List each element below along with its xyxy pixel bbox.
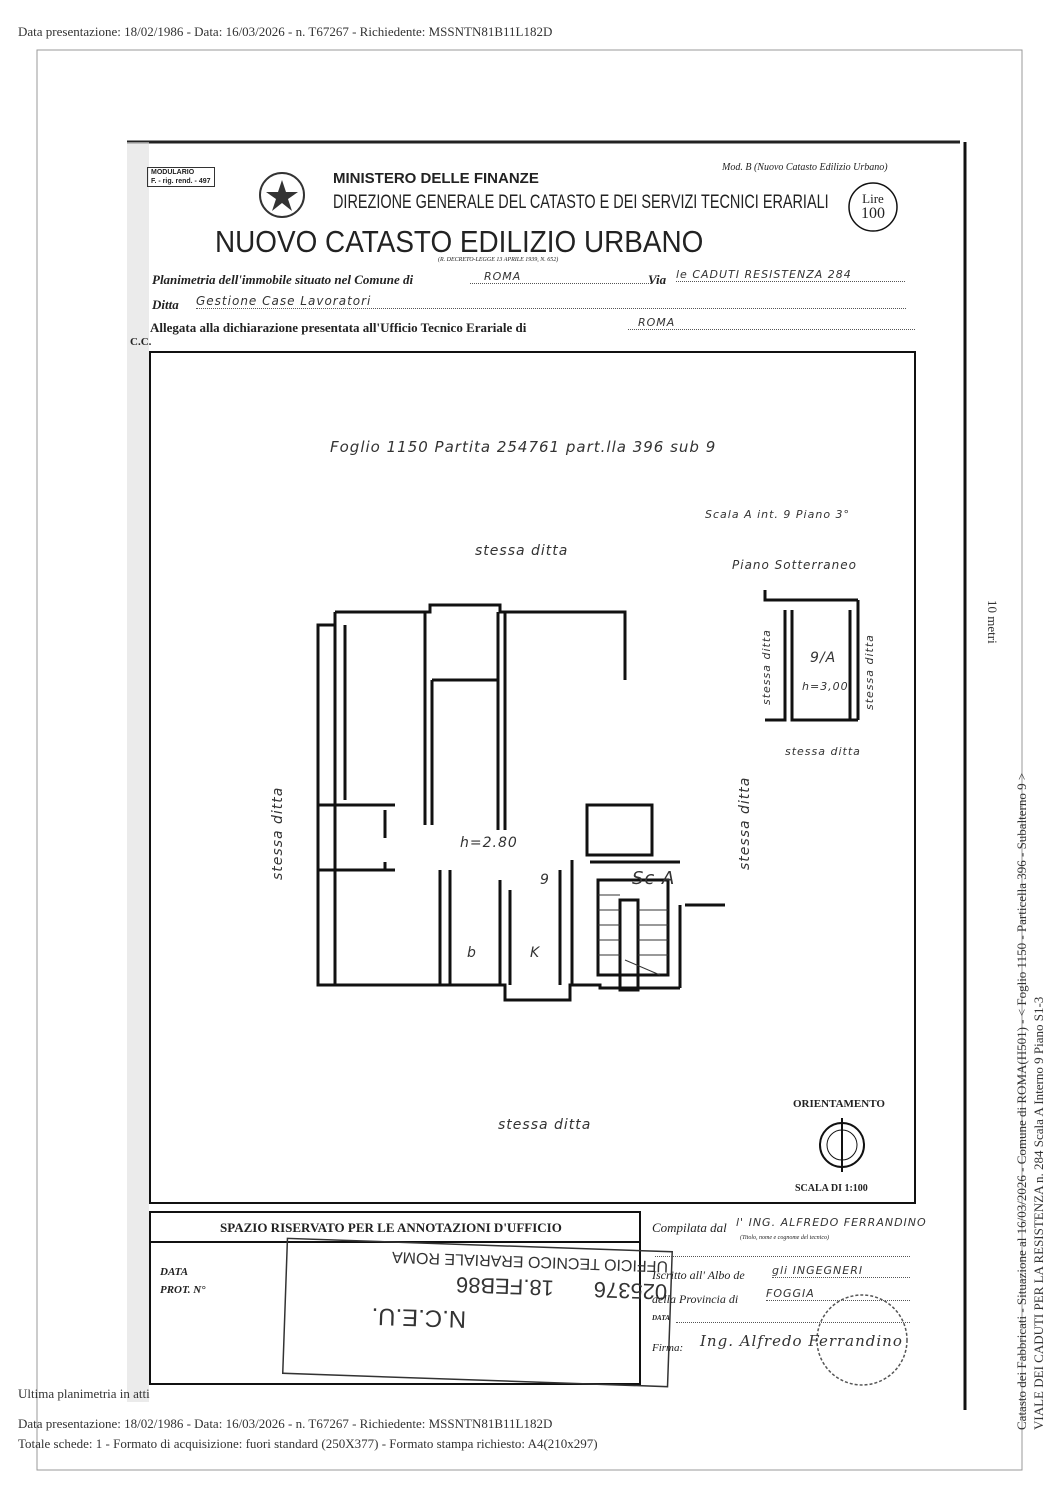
decree: (R. DECRETO-LEGGE 13 APRILE 1939, N. 652… xyxy=(438,257,559,263)
adjacent-label-top: stessa ditta xyxy=(475,543,569,559)
adjacent-label-cellar-left: stessa ditta xyxy=(760,629,773,705)
footer-ultima: Ultima planimetria in atti xyxy=(18,1386,150,1401)
adjacent-label-cellar: stessa ditta xyxy=(785,745,861,758)
office-section-title: SPAZIO RISERVATO PER LE ANNOTAZIONI D'UF… xyxy=(220,1220,562,1235)
data-label: DATA xyxy=(652,1314,670,1322)
room-9-label: 9 xyxy=(540,872,550,888)
provincia-label: della Provincia di xyxy=(652,1292,739,1306)
signature: Ing. Alfredo Ferrandino xyxy=(700,1332,903,1350)
adjacent-label-bottom: stessa ditta xyxy=(498,1117,592,1133)
cellar-number: 9/A xyxy=(810,650,837,666)
side-info-line-1: Catasto dei Fabbricati - Situazione al 1… xyxy=(1014,772,1029,1430)
orientation-label: ORIENTAMENTO xyxy=(793,1098,885,1110)
engineer-seal xyxy=(816,1294,908,1386)
adjacent-label-cellar-right: stessa ditta xyxy=(863,634,876,710)
albo-label: Iscritto all' Albo de xyxy=(652,1268,745,1282)
cellar-height: h=3,00 xyxy=(802,680,849,693)
cc-label: C.C. xyxy=(130,336,152,348)
bathroom-label: b xyxy=(467,945,477,961)
cellar-plan xyxy=(763,590,860,722)
basement-label: Piano Sotterraneo xyxy=(732,558,857,572)
direzione: DIREZIONE GENERALE DEL CATASTO E DEI SER… xyxy=(333,192,829,213)
side-info-line-2: VIALE DEI CADUTI PER LA RESISTENZA n. 28… xyxy=(1031,996,1046,1430)
comune-value: ROMA xyxy=(470,270,651,284)
ministry: MINISTERO DELLE FINANZE xyxy=(333,170,539,187)
modulario-label: MODULARIO xyxy=(151,169,195,176)
scale-label: SCALA DI 1:100 xyxy=(795,1183,868,1194)
via-label: Via xyxy=(648,272,667,287)
modulario-sub: F. - rig. rend. - 497 xyxy=(151,178,211,185)
document-title: NUOVO CATASTO EDILIZIO URBANO xyxy=(215,224,704,259)
ditta-value: Gestione Case Lavoratori xyxy=(196,294,906,309)
lire-label: Lire xyxy=(862,191,884,206)
adjacent-label-left: stessa ditta xyxy=(270,786,286,880)
stair-treads xyxy=(598,894,668,976)
compilata-label: Compilata dal xyxy=(652,1220,727,1235)
adjacent-label-right: stessa ditta xyxy=(737,776,753,870)
via-value: le CADUTI RESISTENZA 284 xyxy=(676,268,905,282)
ufficio-value: ROMA xyxy=(628,316,915,330)
stair-a-label: Sc A xyxy=(632,868,676,889)
stamp-date: 18.FEB86 xyxy=(455,1272,555,1301)
header-line: Data presentazione: 18/02/1986 - Data: 1… xyxy=(18,24,553,39)
provincia-value: FOGGIA xyxy=(766,1287,910,1301)
scala-annotation: Scala A int. 9 Piano 3° xyxy=(705,508,851,521)
firma-label: Firma: xyxy=(652,1342,684,1354)
foglio-annotation: Foglio 1150 Partita 254761 part.lla 396 … xyxy=(330,438,717,456)
office-stamp-text: N.C.E.U. 02537618.FEB86 UFFICIO TECNICO … xyxy=(291,1243,669,1342)
compilata-value: l' ING. ALFREDO FERRANDINO xyxy=(736,1216,927,1229)
kitchen-label: K xyxy=(530,945,541,961)
planimetria-label: Planimetria dell'immobile situato nel Co… xyxy=(152,272,414,287)
footer-line-1: Data presentazione: 18/02/1986 - Data: 1… xyxy=(18,1416,553,1431)
office-stamp xyxy=(281,1237,673,1388)
office-data-label: DATA xyxy=(160,1266,189,1278)
modulario-box: MODULARIO F. - rig. rend. - 497 xyxy=(147,167,215,187)
office-prot-label: PROT. N° xyxy=(160,1284,206,1296)
ceiling-height: h=2.80 xyxy=(460,835,518,851)
floor-plan xyxy=(316,603,725,1002)
scale-metri-label: 10 metri xyxy=(985,600,1000,644)
mod-b: Mod. B (Nuovo Catasto Edilizio Urbano) xyxy=(722,162,888,173)
albo-value: gli INGEGNERI xyxy=(772,1264,910,1278)
ditta-label: Ditta xyxy=(152,297,179,312)
stamp-city: ROMA xyxy=(391,1247,441,1267)
footer-line-2: Totale schede: 1 - Formato di acquisizio… xyxy=(18,1436,598,1451)
lire-value: 100 xyxy=(861,205,885,222)
compilata-note: (Titolo, nome e cognome del tecnico) xyxy=(740,1235,829,1241)
allegata-label: Allegata alla dichiarazione presentata a… xyxy=(150,320,527,335)
emblem-icon xyxy=(259,172,305,218)
